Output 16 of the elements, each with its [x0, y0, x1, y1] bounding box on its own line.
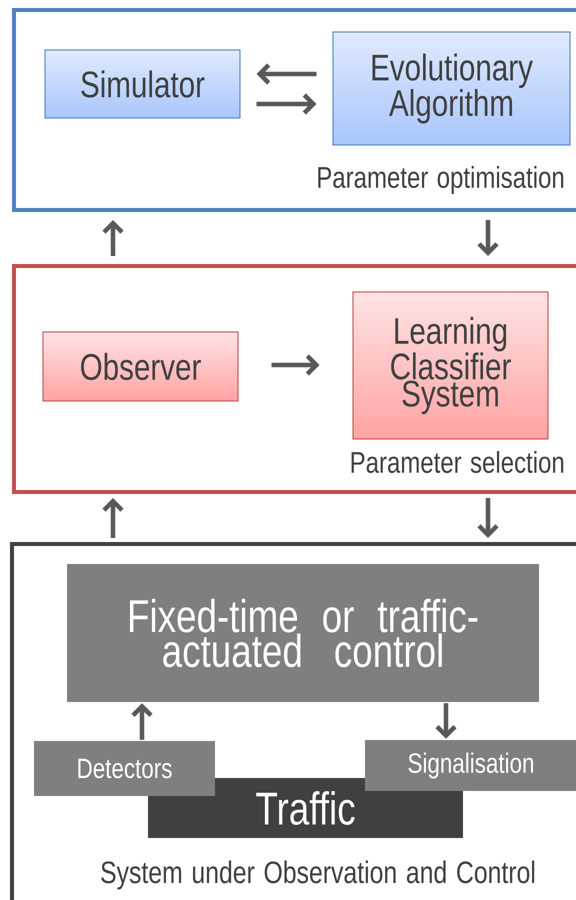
process-box: Evolutionary Algorithm	[332, 32, 570, 146]
arrow	[256, 63, 316, 85]
process-box: Fixed-time or traffic-actuated control	[67, 564, 539, 702]
process-box: Signalisation	[365, 740, 576, 791]
process-box: Learning Classifier System	[352, 292, 548, 440]
process-box: Detectors	[34, 741, 215, 796]
arrow	[131, 703, 153, 740]
arrow	[102, 498, 124, 538]
arrow	[256, 93, 316, 115]
arrow	[435, 703, 457, 739]
arrow	[477, 220, 499, 256]
process-box: Observer	[42, 332, 238, 402]
process-box: Simulator	[44, 50, 240, 118]
arrow	[272, 354, 320, 376]
arrow	[102, 220, 124, 256]
arrow	[477, 498, 499, 538]
